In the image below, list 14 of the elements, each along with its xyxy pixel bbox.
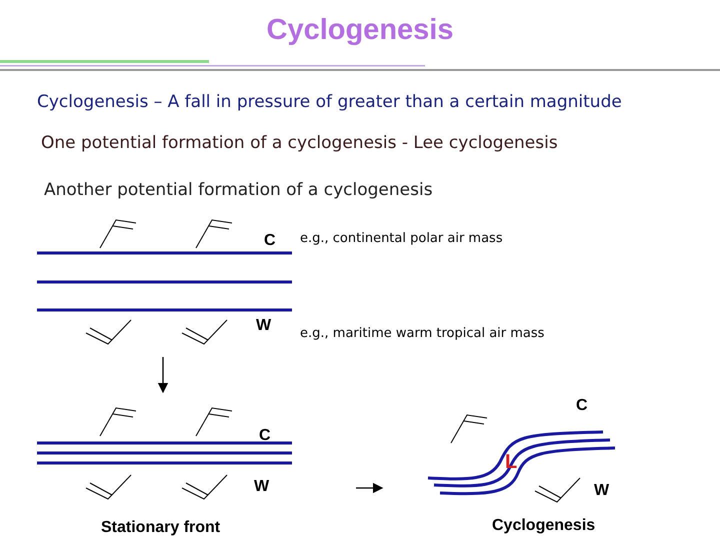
- panel-caption: Stationary front: [101, 518, 220, 538]
- air-mass-note: e.g., continental polar air mass: [300, 231, 503, 247]
- air-mass-letter: C: [264, 231, 276, 250]
- note-text: One potential formation of a cyclogenesis - Lee cyclogenesis: [41, 133, 558, 154]
- air-mass-note: e.g., maritime warm tropical air mass: [300, 326, 544, 342]
- air-mass-letter: C: [576, 396, 588, 416]
- panel-caption: Cyclogenesis: [492, 516, 596, 536]
- air-mass-letter: C: [259, 426, 271, 446]
- air-mass-letter: W: [254, 477, 270, 496]
- note-text: Another potential formation of a cyclogenesis: [44, 180, 433, 200]
- definition-text: Cyclogenesis – A fall in pressure of greater than a certain magnitude: [37, 92, 622, 112]
- title: Cyclogenesis: [266, 14, 454, 47]
- air-mass-letter: W: [594, 481, 610, 500]
- air-mass-letter: W: [256, 316, 272, 336]
